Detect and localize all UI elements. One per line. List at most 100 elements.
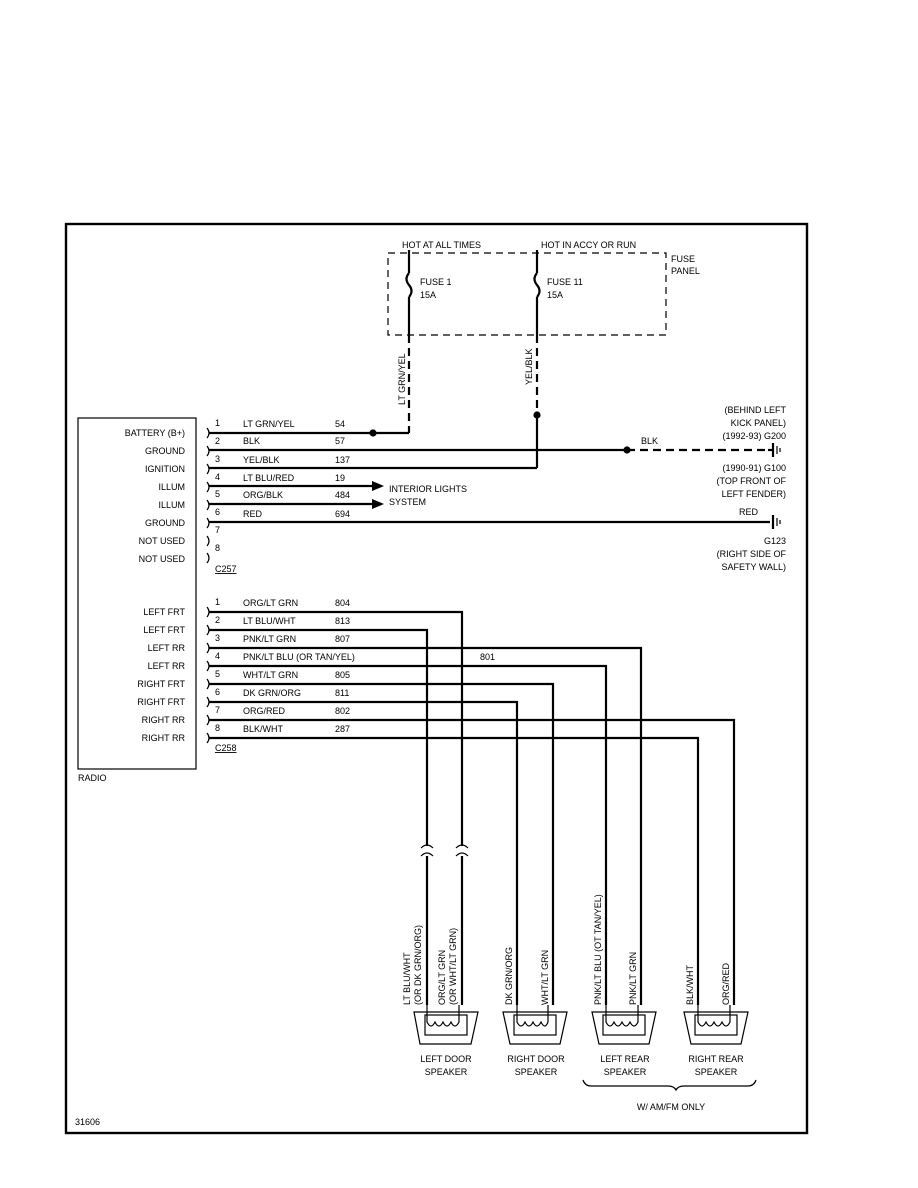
wire-color: ORG/BLK	[243, 490, 283, 500]
svg-text:G123: G123	[764, 536, 786, 546]
radio-box	[77, 417, 197, 770]
speaker-name: RIGHT REAR	[688, 1054, 744, 1064]
speaker-left-door: LEFT DOOR SPEAKER	[413, 1005, 479, 1077]
svg-text:PNK/LT GRN: PNK/LT GRN	[628, 952, 638, 1005]
pin-number: 2	[215, 615, 220, 625]
pin-number: 1	[215, 418, 220, 428]
fuse-panel-label-1: FUSE	[671, 254, 695, 264]
pin-function: GROUND	[145, 446, 185, 456]
circuit-number: 137	[335, 455, 350, 465]
pin-number: 2	[215, 436, 220, 446]
svg-text:LT BLU/WHT: LT BLU/WHT	[402, 952, 412, 1005]
pin-function: GROUND	[145, 518, 185, 528]
ground-g200-label: (BEHIND LEFT KICK PANEL) (1992-93) G200	[722, 405, 786, 441]
pin-function: LEFT RR	[148, 661, 186, 671]
circuit-number: 805	[335, 670, 350, 680]
wire-color: YEL/BLK	[243, 455, 280, 465]
svg-text:(BEHIND LEFT: (BEHIND LEFT	[724, 405, 786, 415]
speaker-name: LEFT REAR	[600, 1054, 650, 1064]
radio-label: RADIO	[78, 773, 107, 783]
svg-text:(TOP FRONT OF: (TOP FRONT OF	[716, 476, 786, 486]
pin-number: 5	[215, 489, 220, 499]
fuse-11-icon	[533, 272, 541, 298]
pin-number: 8	[215, 543, 220, 553]
wire-color: RED	[243, 509, 263, 519]
circuit-number: 19	[335, 473, 345, 483]
speaker-right-rear: RIGHT REAR SPEAKER	[683, 1005, 749, 1077]
pin-row: ILLUM 5 ORG/BLK 484	[158, 489, 350, 511]
hot-in-accy-or-run-label: HOT IN ACCY OR RUN	[541, 240, 636, 250]
pin-number: 3	[215, 454, 220, 464]
svg-text:SAFETY WALL): SAFETY WALL)	[721, 562, 786, 572]
circuit-number: 801	[480, 652, 495, 662]
speaker-name: RIGHT DOOR	[507, 1054, 565, 1064]
radio-unit: RADIO C257 C258	[77, 417, 237, 783]
pin-function: LEFT RR	[148, 643, 186, 653]
red-wire-label: RED	[739, 507, 759, 517]
arrow-icon	[372, 481, 384, 491]
pin-number: 8	[215, 723, 220, 733]
wire-color: PNK/LT BLU (OR TAN/YEL)	[243, 652, 355, 662]
speaker-icon	[683, 1011, 749, 1045]
svg-text:(1992-93) G200: (1992-93) G200	[722, 431, 786, 441]
fuse-panel-label-2: PANEL	[671, 266, 700, 276]
pin-function: NOT USED	[139, 554, 186, 564]
inline-connector-icon	[454, 844, 470, 857]
svg-text:KICK PANEL): KICK PANEL)	[731, 418, 786, 428]
diagram-frame	[64, 222, 809, 1135]
fuse-panel-box	[387, 252, 667, 336]
pin-number: 6	[215, 507, 220, 517]
pin-function: LEFT FRT	[143, 607, 185, 617]
figure-number: 31606	[75, 1117, 100, 1127]
wire-color: LT GRN/YEL	[243, 419, 295, 429]
pin-number: 7	[215, 525, 220, 535]
pin-row: LEFT RR 4 PNK/LT BLU (OR TAN/YEL) 801	[148, 651, 495, 672]
wire-color: WHT/LT GRN	[243, 670, 298, 680]
pin-function: RIGHT RR	[142, 715, 186, 725]
pin-function: NOT USED	[139, 536, 186, 546]
pin-function: ILLUM	[158, 500, 185, 510]
am-fm-bracket: W/ AM/FM ONLY	[582, 1079, 757, 1112]
hot-at-all-times-label: HOT AT ALL TIMES	[402, 240, 481, 250]
circuit-number: 804	[335, 598, 350, 608]
speaker-icon	[591, 1011, 657, 1045]
speaker-left-rear: LEFT REAR SPEAKER	[591, 1005, 657, 1077]
circuit-number: 807	[335, 634, 350, 644]
pin-function: RIGHT RR	[142, 733, 186, 743]
pin-function: LEFT FRT	[143, 625, 185, 635]
pin-number: 4	[215, 651, 220, 661]
speaker-name: LEFT DOOR	[420, 1054, 472, 1064]
connector-c257-label: C257	[215, 564, 237, 574]
svg-text:(RIGHT SIDE OF: (RIGHT SIDE OF	[717, 549, 787, 559]
c257-wires: BLK INTERIOR LIGHTS SYSTEM RED	[209, 431, 781, 529]
inline-connector-icon	[419, 844, 435, 857]
blk-wire-label: BLK	[641, 436, 658, 446]
pin-function: IGNITION	[145, 464, 185, 474]
pin-number: 6	[215, 687, 220, 697]
pin-function: BATTERY (B+)	[125, 428, 185, 438]
circuit-number: 484	[335, 490, 350, 500]
ground-g123-label: G123 (RIGHT SIDE OF SAFETY WALL)	[717, 536, 787, 572]
wire-color: PNK/LT GRN	[243, 634, 296, 644]
svg-text:DK GRN/ORG: DK GRN/ORG	[504, 947, 514, 1005]
pin-number: 1	[215, 597, 220, 607]
svg-text:ORG/RED: ORG/RED	[721, 962, 731, 1005]
svg-text:BLK/WHT: BLK/WHT	[685, 964, 695, 1005]
interior-lights-label-1: INTERIOR LIGHTS	[389, 484, 467, 494]
fuse-1-icon	[405, 272, 413, 298]
fuse-1-rating: 15A	[420, 290, 436, 300]
svg-text:(OR DK GRN/ORG): (OR DK GRN/ORG)	[413, 925, 423, 1005]
circuit-number: 57	[335, 436, 345, 446]
circuit-number: 287	[335, 724, 350, 734]
speaker-label: SPEAKER	[425, 1067, 468, 1077]
ground-g100-label: (1990-91) G100 (TOP FRONT OF LEFT FENDER…	[716, 463, 786, 499]
fuse-1-name: FUSE 1	[420, 277, 452, 287]
pin-number: 7	[215, 705, 220, 715]
